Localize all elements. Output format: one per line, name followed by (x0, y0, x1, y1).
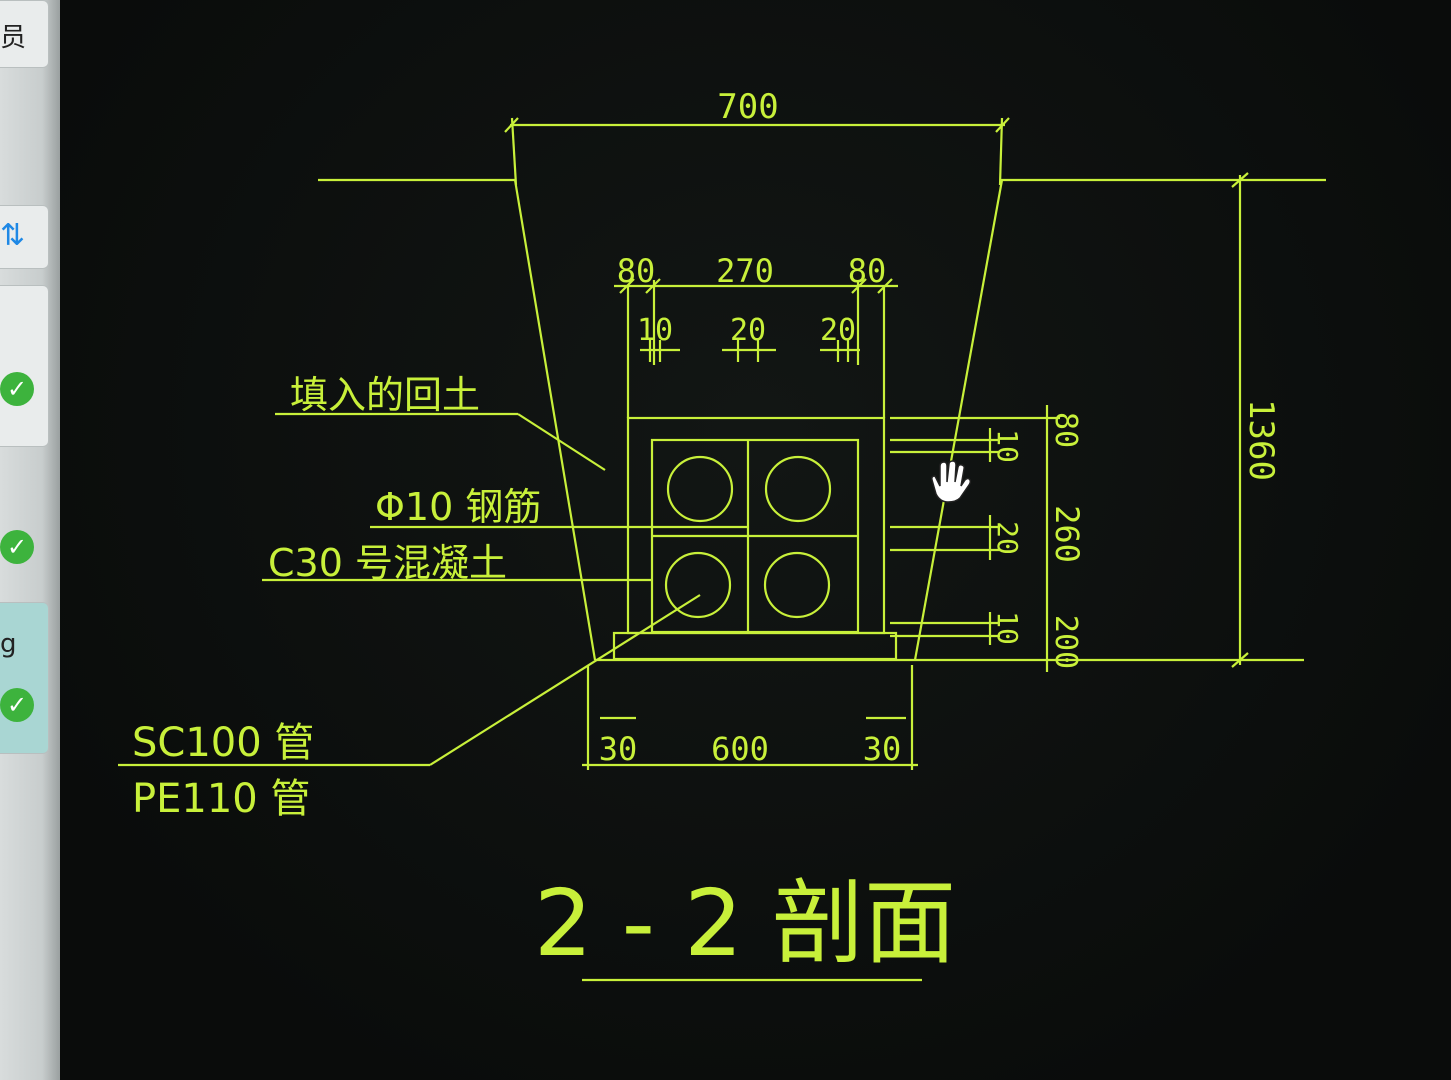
cad-drawing: 700 80 270 80 10 20 20 80 10 260 20 10 2… (118, 87, 1326, 982)
sidebar-sync-block[interactable]: ⇅ (0, 205, 49, 269)
dim-gap-c: 20 (820, 313, 856, 348)
sidebar-top-char: 员 (0, 23, 27, 53)
dim-bottom-mid: 600 (711, 730, 769, 768)
check-icon: ✓ (0, 688, 34, 722)
check-icon: ✓ (0, 530, 34, 564)
check-icon: ✓ (0, 372, 34, 406)
dim-box-left: 80 (617, 252, 656, 290)
dim-top-width: 700 (717, 87, 778, 127)
concrete-base (612, 631, 898, 661)
dim-ext-700-left (510, 117, 518, 186)
label-backfill: 填入的回土 (290, 373, 480, 417)
tick-1360-top (1231, 172, 1249, 188)
tick-1360-bottom (1231, 652, 1249, 668)
dim-box-mid: 270 (716, 252, 774, 290)
dim-gap-b: 20 (730, 313, 766, 348)
sidebar: 员 ⇅ ✓ ✓ g ✓ (0, 0, 60, 1080)
trench-wall-right (913, 179, 1004, 661)
section-title: 2 - 2 剖面 (534, 870, 956, 977)
concrete-box (626, 416, 886, 635)
sidebar-selected-block[interactable]: g (0, 602, 49, 754)
cad-screen[interactable]: 700 80 270 80 10 20 20 80 10 260 20 10 2… (60, 0, 1451, 1080)
tick-700-left (504, 117, 519, 133)
pipe-1 (666, 455, 734, 523)
pipe-4 (763, 551, 831, 619)
sidebar-mid-char: g (0, 629, 17, 659)
tick-top-4 (877, 278, 893, 294)
dim-right-top: 80 (1048, 412, 1083, 448)
label-pipe-1: SC100 管 (132, 720, 314, 766)
leader-pipe (429, 594, 701, 766)
sidebar-top-block[interactable]: 员 (0, 0, 49, 68)
dim-bottom-left: 30 (599, 730, 638, 768)
dim-bottom-right: 30 (863, 730, 902, 768)
tick-700-right (995, 117, 1010, 133)
label-pipe-2: PE110 管 (132, 776, 310, 822)
label-rebar: Φ10 钢筋 (375, 485, 541, 529)
dim-right-gap3: 10 (991, 611, 1024, 645)
pipe-3 (664, 551, 732, 619)
dim-gap-a: 10 (637, 313, 673, 348)
dim-right-base: 200 (1048, 615, 1083, 669)
dim-box-right: 80 (848, 252, 887, 290)
sidebar-list-block (0, 285, 49, 447)
dim-height-total: 1360 (1241, 399, 1281, 481)
tick-top-1 (619, 278, 635, 294)
label-concrete: C30 号混凝土 (268, 541, 507, 585)
dim-right-gap2: 20 (991, 521, 1024, 555)
dim-ext-700-right (998, 117, 1004, 186)
hand-cursor-icon (931, 460, 972, 503)
dim-right-mid: 260 (1048, 505, 1086, 563)
pipe-2 (764, 455, 832, 523)
dim-right-gap1: 10 (991, 429, 1024, 463)
sync-icon[interactable]: ⇅ (0, 218, 26, 253)
leader-backfill (517, 413, 606, 471)
